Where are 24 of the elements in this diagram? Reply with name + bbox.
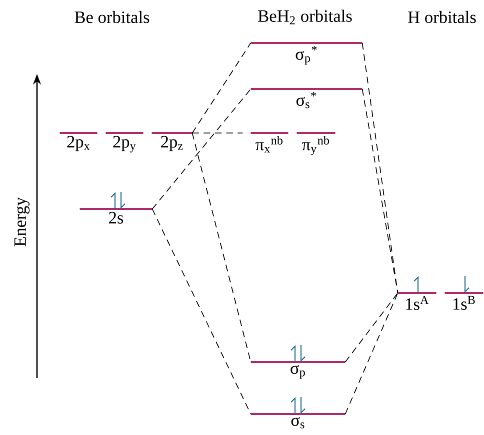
energy-level: 2p$_{y}$ xyxy=(106,132,144,152)
connector-line xyxy=(192,132,244,134)
connector-line xyxy=(344,292,398,362)
energy-level: π$_{x}$nb xyxy=(250,132,288,153)
connector-line xyxy=(362,42,398,294)
column-heading: BeH$_{2}$ orbitals xyxy=(258,10,352,24)
connector-line xyxy=(152,208,252,414)
energy-level: σ$_{p}$ xyxy=(250,361,346,379)
energy-level: 2s xyxy=(80,208,152,224)
energy-level: 1s$^{B}$ xyxy=(444,292,484,310)
energy-level: 2p$_{x}$ xyxy=(60,132,98,152)
energy-level: σ$_{s}$* xyxy=(250,88,362,108)
column-heading: Be orbitals xyxy=(74,10,150,24)
column-heading: H orbitals xyxy=(408,10,476,24)
energy-level: σ$_{s}$ xyxy=(250,413,346,428)
energy-level: 2p$_{z}$ xyxy=(152,132,192,152)
energy-level: π$_{y}$nb xyxy=(296,132,336,156)
energy-level: σ$_{p}$* xyxy=(250,42,362,65)
connector-line xyxy=(152,88,252,210)
energy-level: 1s$^{A}$ xyxy=(398,292,436,310)
connector-line xyxy=(344,292,398,414)
connector-line xyxy=(192,42,252,134)
connector-line xyxy=(362,88,398,294)
axis-label: Energy xyxy=(14,197,30,246)
